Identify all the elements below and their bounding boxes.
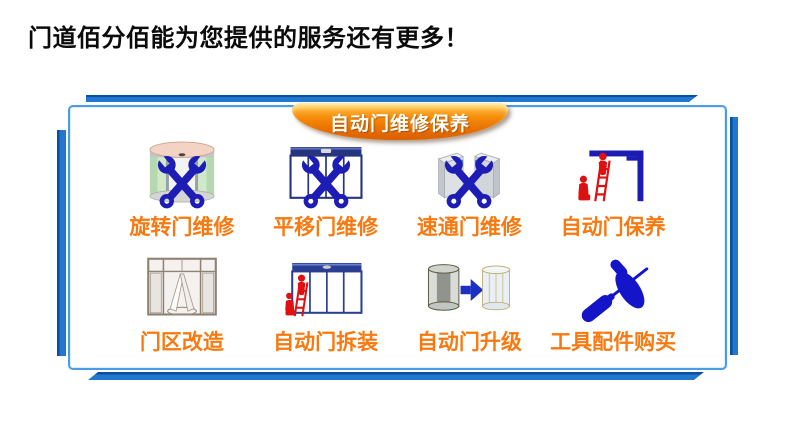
revolving-door-repair-icon — [149, 141, 215, 209]
banner-label: 自动门维修保养 — [329, 114, 470, 135]
service-item-revolving-door-repair: 旋转门维修 — [114, 137, 250, 239]
services-panel: 旋转门维修 — [68, 105, 727, 370]
service-label: 门区改造 — [139, 331, 224, 355]
service-item-sliding-door-repair: 平移门维修 — [258, 137, 394, 239]
service-label: 旋转门维修 — [129, 216, 235, 239]
tools-parts-purchase-icon — [581, 259, 649, 323]
sliding-door-repair-icon — [289, 147, 363, 209]
service-label: 速通门维修 — [416, 216, 522, 239]
service-item-auto-door-disassembly: 自动门拆装 — [258, 252, 394, 354]
services-grid: 旋转门维修 — [114, 137, 681, 354]
speed-gate-repair-icon — [438, 152, 501, 209]
auto-door-disassembly-icon — [284, 263, 363, 317]
service-label: 自动门拆装 — [273, 331, 379, 355]
right-accent-bar — [730, 117, 738, 355]
auto-door-upgrade-icon — [428, 264, 511, 311]
auto-door-maintenance-icon — [578, 150, 644, 202]
top-accent-bar — [86, 95, 698, 102]
slide-title: 门道佰分佰能为您提供的服务还有更多！ — [28, 25, 469, 52]
service-item-auto-door-upgrade: 自动门升级 — [402, 252, 538, 354]
service-label: 自动门升级 — [416, 331, 522, 355]
service-item-tools-parts-purchase: 工具配件购买 — [545, 252, 681, 354]
service-label: 平移门维修 — [273, 216, 379, 239]
service-label: 自动门保养 — [560, 216, 666, 239]
door-area-renovation-icon — [147, 257, 217, 316]
bottom-accent-bar — [88, 372, 704, 380]
service-item-speed-gate-repair: 速通门维修 — [402, 137, 538, 239]
service-item-auto-door-maintenance: 自动门保养 — [545, 137, 681, 239]
left-accent-bar — [57, 130, 66, 356]
service-item-door-area-renovation: 门区改造 — [114, 252, 250, 354]
service-label: 工具配件购买 — [550, 331, 677, 355]
